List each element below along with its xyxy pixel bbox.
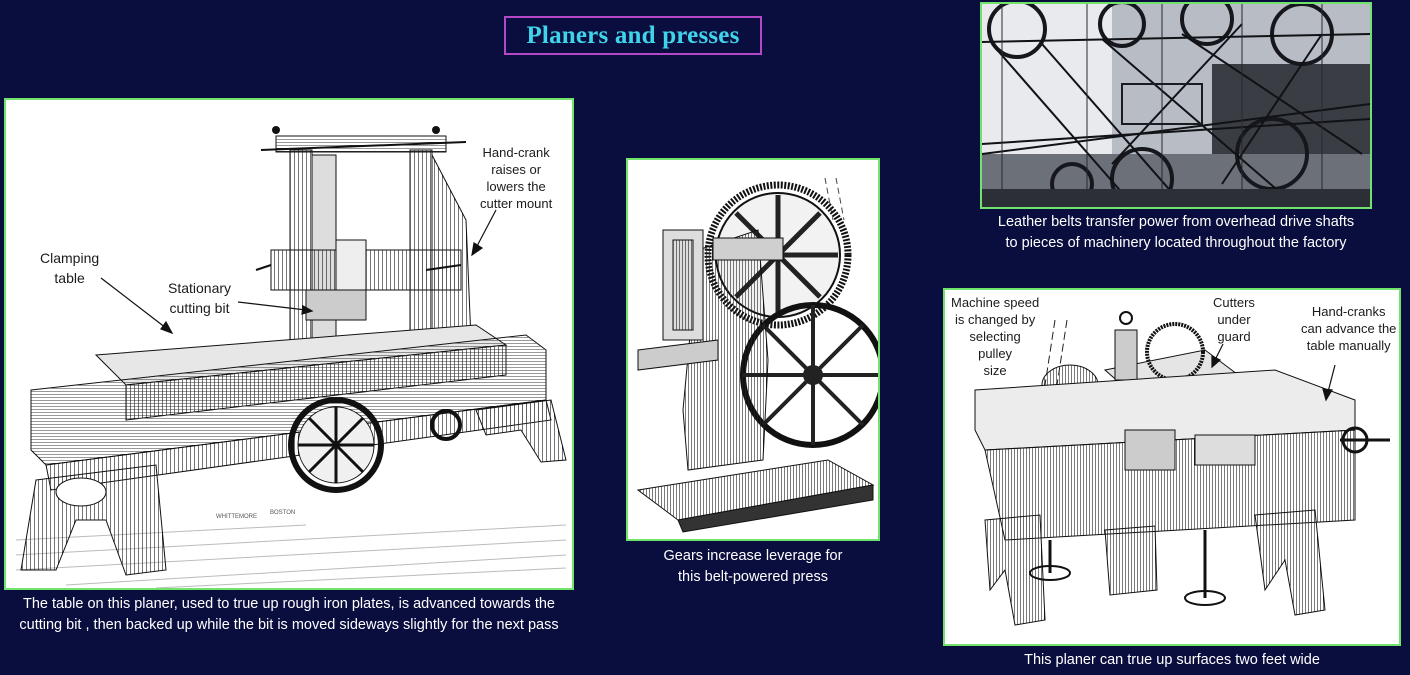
planer2-illustration-panel: Machine speed is changed by selecting pu… <box>943 288 1401 646</box>
planer-caption: The table on this planer, used to true u… <box>19 596 559 633</box>
engraver-left-text: WHITTEMORE <box>216 514 257 520</box>
planer-engraving: WHITTEMORE BOSTON <box>15 126 567 588</box>
cutters-label: Cutters under guard <box>1213 295 1255 344</box>
speed-label: Machine speed is changed by selecting pu… <box>951 295 1040 378</box>
planer2-engraving <box>974 311 1390 626</box>
handcranks-label: Hand-cranks can advance the table manual… <box>1301 304 1397 353</box>
engraver-right-text: BOSTON <box>270 510 295 516</box>
press-engraving <box>636 177 878 533</box>
clamping-table-label: Clamping table <box>40 250 100 286</box>
press-caption: Gears increase leverage for this belt-po… <box>663 548 843 585</box>
page-title: Planers and presses <box>526 21 740 49</box>
planer2-caption: This planer can true up surfaces two fee… <box>1024 652 1320 668</box>
belt-photo <box>982 4 1370 207</box>
stationary-bit-label: Stationary cutting bit <box>168 280 232 316</box>
handcrank-label: Hand-crank raises or lowers the cutter m… <box>480 145 553 211</box>
title-box: Planers and presses <box>504 16 762 55</box>
press-illustration-panel <box>626 158 880 541</box>
planer-illustration-panel: WHITTEMORE BOSTON Hand-crank raises or l… <box>4 98 574 590</box>
belt-photo-panel <box>980 2 1372 209</box>
belt-caption: Leather belts transfer power from overhe… <box>997 214 1355 251</box>
